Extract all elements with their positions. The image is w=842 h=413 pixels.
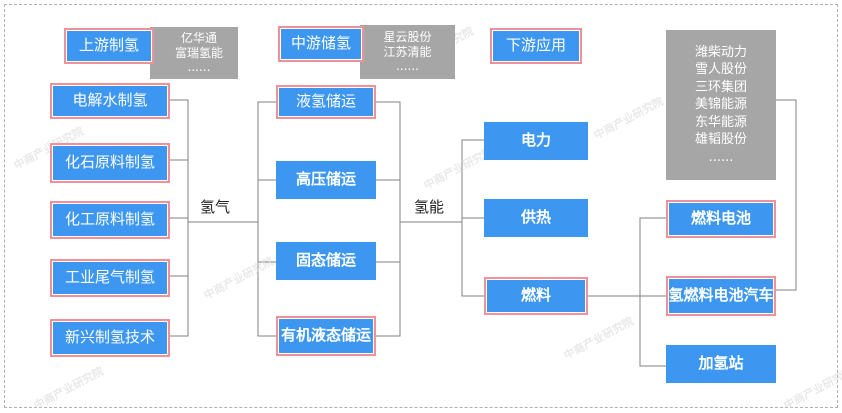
downstream-header: 下游应用 bbox=[490, 28, 582, 64]
application-fuel: 燃料 bbox=[484, 277, 588, 315]
storage-liquid-hydrogen: 液氢储运 bbox=[276, 85, 376, 119]
upstream-company: 亿华通 bbox=[180, 31, 217, 46]
production-emerging-tech: 新兴制氢技术 bbox=[50, 319, 170, 357]
production-industrial-tail-gas: 工业尾气制氢 bbox=[50, 259, 170, 297]
upstream-header: 上游制氢 bbox=[64, 28, 154, 64]
hydrogen-gas-label: 氢气 bbox=[200, 198, 231, 216]
midstream-company: ...... bbox=[396, 59, 419, 74]
downstream-company: 雄韬股份 bbox=[694, 132, 747, 148]
diagram-frame bbox=[4, 4, 838, 408]
production-electrolysis: 电解水制氢 bbox=[50, 83, 170, 119]
upstream-company-list: 亿华通 富瑞氢能 ...... bbox=[150, 27, 238, 79]
downstream-company: 东华能源 bbox=[694, 114, 747, 130]
upstream-company: ...... bbox=[187, 60, 211, 75]
downstream-company: 三环集团 bbox=[694, 79, 747, 95]
midstream-company: 星云股份 bbox=[383, 30, 432, 45]
fuel-use-hydrogen-station: 加氢站 bbox=[666, 345, 780, 387]
fuel-use-fcev: 氢燃料电池汽车 bbox=[666, 276, 776, 316]
downstream-company: 美锦能源 bbox=[694, 97, 747, 113]
downstream-company-list: 潍柴动力 雪人股份 三环集团 美锦能源 东华能源 雄韬股份 ...... bbox=[666, 30, 776, 180]
fuel-use-fuel-cell: 燃料电池 bbox=[666, 200, 776, 238]
downstream-company: 雪人股份 bbox=[694, 62, 747, 78]
storage-high-pressure: 高压储运 bbox=[276, 161, 380, 203]
storage-solid-state: 固态储运 bbox=[276, 242, 380, 284]
hydrogen-energy-label: 氢能 bbox=[414, 198, 445, 216]
midstream-header: 中游储氢 bbox=[278, 26, 364, 62]
midstream-company-list: 星云股份 江苏清能 ...... bbox=[360, 25, 455, 79]
upstream-company: 富瑞氢能 bbox=[174, 45, 223, 60]
application-power: 电力 bbox=[484, 122, 592, 164]
downstream-company: ...... bbox=[708, 149, 734, 165]
application-heating: 供热 bbox=[484, 199, 592, 241]
production-fossil: 化石原料制氢 bbox=[50, 143, 170, 183]
midstream-company: 江苏清能 bbox=[383, 44, 432, 59]
production-chemical: 化工原料制氢 bbox=[50, 201, 170, 239]
storage-organic-liquid: 有机液态储运 bbox=[276, 316, 376, 356]
downstream-company: 潍柴动力 bbox=[694, 44, 747, 60]
